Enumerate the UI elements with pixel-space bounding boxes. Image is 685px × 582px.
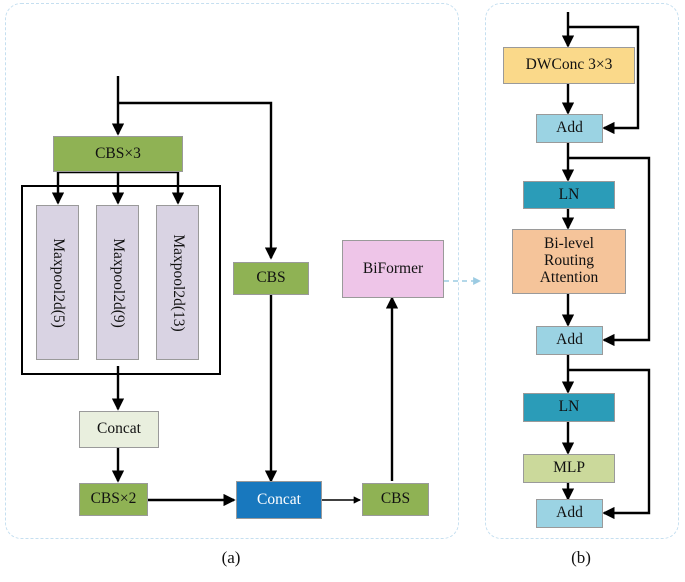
block-concat-top[interactable]: Concat — [79, 411, 159, 448]
maxpool-group-frame — [21, 185, 221, 375]
block-add-3[interactable]: Add — [536, 499, 603, 528]
block-dwconv-3x3[interactable]: DWConc 3×3 — [503, 47, 635, 84]
block-ln-2[interactable]: LN — [523, 393, 615, 422]
panel-b-label: (b) — [571, 548, 591, 567]
block-cbs-right[interactable]: CBS — [362, 483, 429, 516]
block-add-1[interactable]: Add — [536, 114, 603, 143]
block-maxpool2d-9[interactable]: Maxpool2d(9) — [96, 205, 139, 360]
block-concat-main[interactable]: Concat — [236, 481, 322, 519]
attention-line-3: Attention — [539, 268, 599, 286]
block-bilevel-routing-attention[interactable]: Bi-level Routing Attention — [512, 229, 626, 294]
block-ln-1[interactable]: LN — [523, 181, 615, 209]
block-cbs-x3[interactable]: CBS×3 — [53, 136, 183, 172]
attention-line-1: Bi-level — [544, 235, 594, 253]
block-biformer[interactable]: BiFormer — [342, 240, 444, 298]
block-maxpool2d-5[interactable]: Maxpool2d(5) — [36, 205, 79, 360]
block-cbs-middle[interactable]: CBS — [233, 262, 309, 295]
block-maxpool2d-13-label: Maxpool2d(13) — [169, 233, 187, 332]
panel-b-border — [485, 3, 679, 539]
block-maxpool2d-5-label: Maxpool2d(5) — [49, 237, 67, 328]
block-add-2[interactable]: Add — [536, 326, 603, 355]
block-maxpool2d-13[interactable]: Maxpool2d(13) — [156, 205, 199, 360]
attention-line-2: Routing — [544, 252, 594, 270]
block-cbs-x2[interactable]: CBS×2 — [79, 483, 148, 516]
panel-a-label: (a) — [221, 548, 241, 567]
block-mlp[interactable]: MLP — [523, 454, 615, 483]
panel-a-border — [5, 3, 459, 539]
block-maxpool2d-9-label: Maxpool2d(9) — [109, 237, 127, 328]
